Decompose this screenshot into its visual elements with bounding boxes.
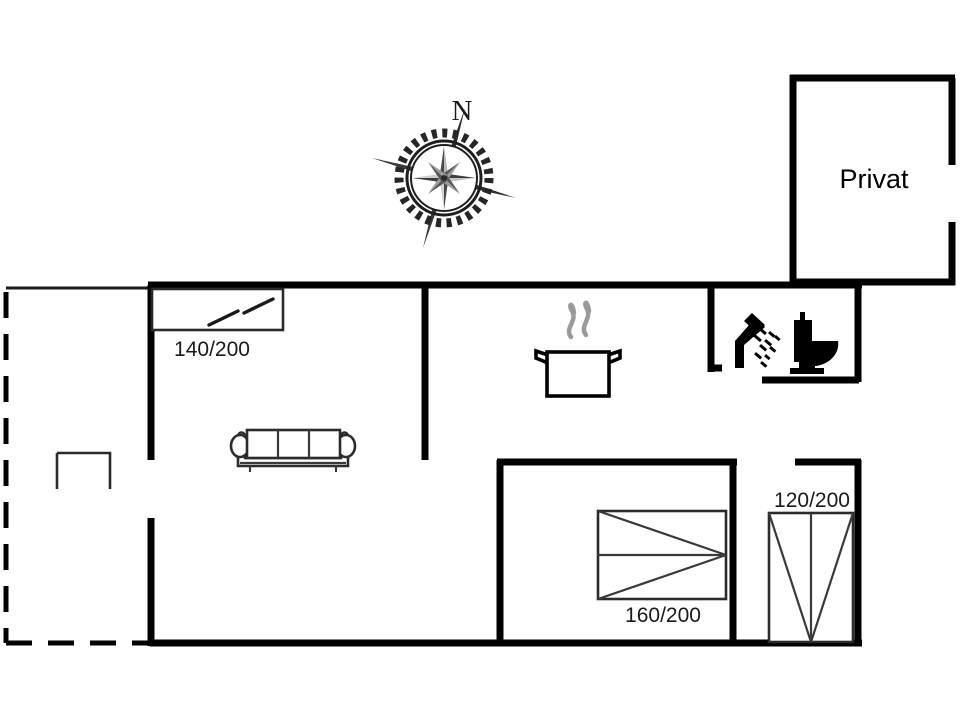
toilet-bowl	[794, 341, 839, 366]
compass-rose-icon	[372, 108, 516, 248]
bathroom-walls	[707, 285, 859, 384]
terrace-table-icon	[55, 451, 112, 489]
toilet-pedestal	[799, 360, 815, 370]
toilet-icon	[790, 312, 839, 374]
toilet-lever	[800, 312, 805, 321]
bed-140-200-pillow-2	[242, 297, 275, 315]
bed-140-200-label: 140/200	[174, 338, 250, 361]
bed-160-200-diagonal-upper	[597, 509, 727, 557]
compass-north-letter: N	[452, 95, 473, 127]
sofa-backrest	[245, 428, 342, 460]
steam-left	[566, 302, 577, 340]
cooking-pot-icon	[534, 300, 622, 398]
bed-160-200-label: 160/200	[625, 604, 701, 627]
bed-120-200	[767, 511, 855, 644]
bed-120-200-diagonal-right	[809, 512, 855, 643]
bed-140-200-pillow-1	[207, 309, 240, 327]
bed-120-200-diagonal-left	[767, 512, 813, 643]
compass-center	[441, 175, 447, 181]
bed-140-200	[150, 287, 285, 332]
private-room-walls	[789, 74, 956, 288]
bed-120-200-label: 120/200	[774, 489, 850, 512]
toilet-base	[790, 368, 824, 374]
pot-body	[545, 350, 611, 398]
steam-right	[581, 300, 592, 338]
private-room-label: Privat	[839, 164, 909, 194]
bed-160-200	[596, 509, 728, 601]
shower-spray	[753, 327, 781, 368]
shower-icon	[735, 313, 781, 368]
bed-140-200-frame	[150, 287, 285, 332]
sofa-icon	[229, 428, 357, 472]
compass-star	[412, 146, 476, 210]
building-walls	[147, 281, 862, 647]
terrace-outline	[3, 286, 152, 646]
bed-160-200-diagonal-lower	[597, 553, 727, 601]
